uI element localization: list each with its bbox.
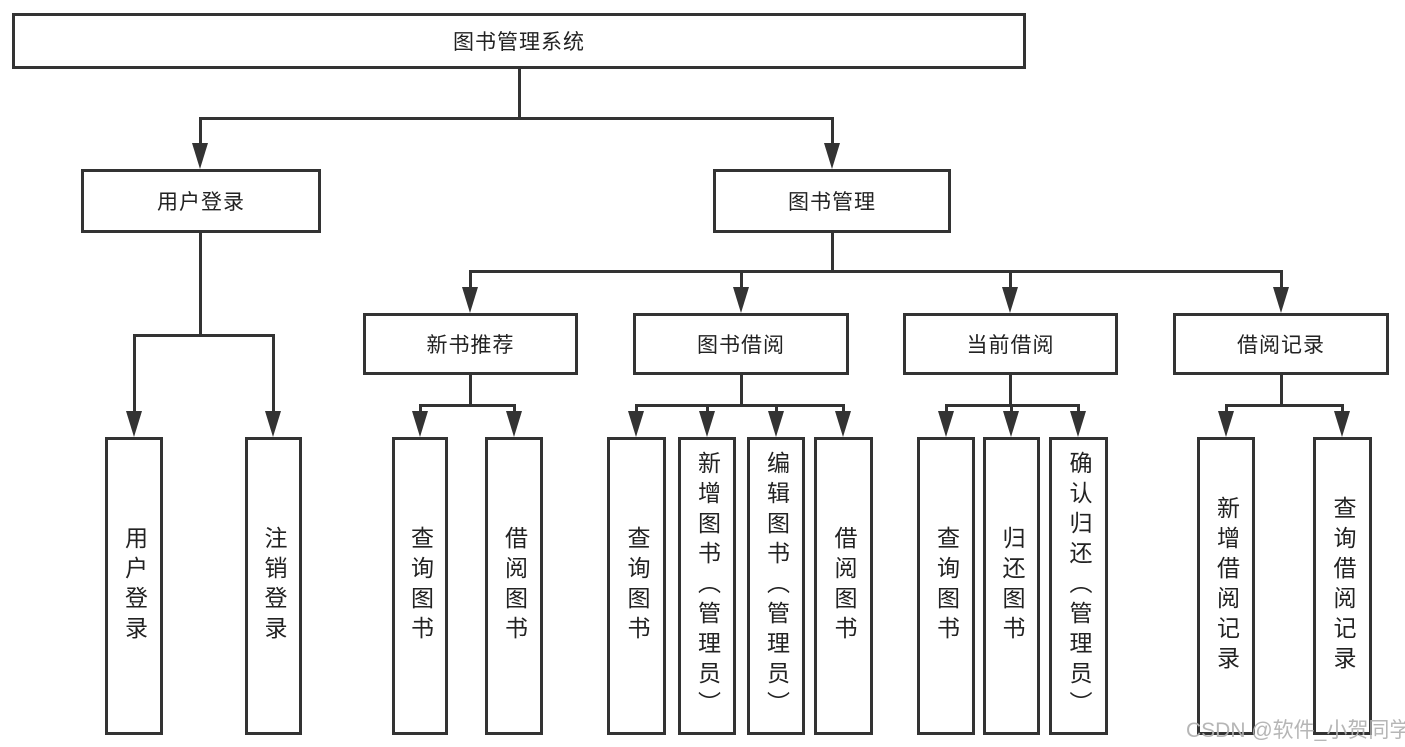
connector-line bbox=[841, 405, 845, 412]
connector-line bbox=[1224, 403, 1344, 407]
connector-line bbox=[634, 405, 638, 412]
arrow-down-icon bbox=[938, 411, 954, 437]
arrow-down-icon bbox=[1002, 287, 1018, 313]
leaf-confirm-return-admin: 确认归还（管理员） bbox=[1049, 437, 1108, 735]
arrow-down-icon bbox=[412, 411, 428, 437]
connector-line bbox=[132, 335, 136, 412]
connector-line bbox=[198, 233, 202, 337]
leaf-borrow-books-borrowing: 借阅图书 bbox=[814, 437, 873, 735]
connector-line bbox=[830, 233, 834, 273]
arrow-down-icon bbox=[506, 411, 522, 437]
leaf-query-borrow-record: 查询借阅记录 bbox=[1313, 437, 1372, 735]
leaf-query-books-recommend: 查询图书 bbox=[392, 437, 448, 735]
connector-line bbox=[1009, 405, 1013, 412]
arrow-down-icon bbox=[1273, 287, 1289, 313]
arrow-down-icon bbox=[126, 411, 142, 437]
arrow-down-icon bbox=[733, 287, 749, 313]
node-library-management-system: 图书管理系统 bbox=[12, 13, 1026, 69]
node-label: 查询图书 bbox=[407, 526, 434, 646]
node-label: 确认归还（管理员） bbox=[1066, 451, 1092, 721]
connector-line bbox=[944, 403, 1080, 407]
arrow-down-icon bbox=[768, 411, 784, 437]
arrow-down-icon bbox=[1003, 411, 1019, 437]
connector-line bbox=[418, 405, 422, 412]
node-label: 新增借阅记录 bbox=[1213, 496, 1240, 676]
connector-line bbox=[198, 118, 202, 144]
connector-line bbox=[418, 403, 516, 407]
node-book-borrowing: 图书借阅 bbox=[633, 313, 849, 375]
node-label: 图书管理 bbox=[788, 191, 876, 214]
node-label: 借阅图书 bbox=[501, 526, 528, 646]
node-label: 用户登录 bbox=[157, 191, 245, 214]
connector-line bbox=[517, 68, 521, 120]
connector-line bbox=[512, 405, 516, 412]
connector-line bbox=[944, 405, 948, 412]
leaf-logout: 注销登录 bbox=[245, 437, 302, 735]
node-label: 借阅记录 bbox=[1237, 334, 1325, 357]
arrow-down-icon bbox=[265, 411, 281, 437]
node-label: 借阅图书 bbox=[831, 526, 857, 646]
node-label: 当前借阅 bbox=[966, 334, 1055, 357]
leaf-add-book-admin: 新增图书（管理员） bbox=[678, 437, 736, 735]
connector-line bbox=[774, 405, 778, 412]
connector-line bbox=[1279, 271, 1283, 288]
leaf-borrow-books-recommend: 借阅图书 bbox=[485, 437, 543, 735]
node-book-management-module: 图书管理 bbox=[713, 169, 951, 233]
arrow-down-icon bbox=[835, 411, 851, 437]
leaf-query-books-current: 查询图书 bbox=[917, 437, 975, 735]
node-label: 新增图书（管理员） bbox=[694, 451, 721, 721]
leaf-add-borrow-record: 新增借阅记录 bbox=[1197, 437, 1255, 735]
node-label: 图书管理系统 bbox=[453, 31, 585, 54]
connector-line bbox=[468, 269, 1283, 273]
arrow-down-icon bbox=[1334, 411, 1350, 437]
arrow-down-icon bbox=[462, 287, 478, 313]
node-label: 新书推荐 bbox=[426, 334, 515, 357]
connector-line bbox=[468, 375, 472, 407]
connector-line bbox=[1224, 405, 1228, 412]
connector-line bbox=[468, 271, 472, 288]
connector-line bbox=[739, 375, 743, 407]
node-label: 归还图书 bbox=[999, 526, 1025, 646]
connector-line bbox=[1008, 375, 1012, 407]
connector-line bbox=[271, 335, 275, 412]
node-label: 用户登录 bbox=[121, 526, 148, 646]
arrow-down-icon bbox=[1070, 411, 1086, 437]
connector-line bbox=[830, 118, 834, 144]
node-label: 查询借阅记录 bbox=[1330, 496, 1356, 676]
connector-line bbox=[132, 333, 275, 337]
connector-line bbox=[1340, 405, 1344, 412]
leaf-query-books-borrowing: 查询图书 bbox=[607, 437, 666, 735]
connector-line bbox=[634, 403, 845, 407]
connector-line bbox=[1076, 405, 1080, 412]
node-label: 图书借阅 bbox=[697, 334, 785, 357]
node-borrowing-records: 借阅记录 bbox=[1173, 313, 1389, 375]
connector-line bbox=[739, 271, 743, 288]
arrow-down-icon bbox=[1218, 411, 1234, 437]
node-label: 查询图书 bbox=[624, 526, 650, 646]
arrow-down-icon bbox=[192, 143, 208, 169]
connector-line bbox=[1008, 271, 1012, 288]
leaf-edit-book-admin: 编辑图书（管理员） bbox=[747, 437, 805, 735]
connector-line bbox=[705, 405, 709, 412]
leaf-return-book: 归还图书 bbox=[983, 437, 1040, 735]
connector-line bbox=[1279, 375, 1283, 407]
arrow-down-icon bbox=[699, 411, 715, 437]
leaf-user-login: 用户登录 bbox=[105, 437, 163, 735]
watermark: CSDN @软件_小贺同学 bbox=[1186, 719, 1405, 742]
node-current-borrowing: 当前借阅 bbox=[903, 313, 1118, 375]
arrow-down-icon bbox=[628, 411, 644, 437]
connector-line bbox=[198, 116, 834, 120]
node-label: 注销登录 bbox=[261, 526, 287, 646]
node-label: 查询图书 bbox=[933, 526, 960, 646]
arrow-down-icon bbox=[824, 143, 840, 169]
node-user-login-module: 用户登录 bbox=[81, 169, 321, 233]
node-label: 编辑图书（管理员） bbox=[763, 451, 790, 721]
node-new-book-recommendation: 新书推荐 bbox=[363, 313, 578, 375]
